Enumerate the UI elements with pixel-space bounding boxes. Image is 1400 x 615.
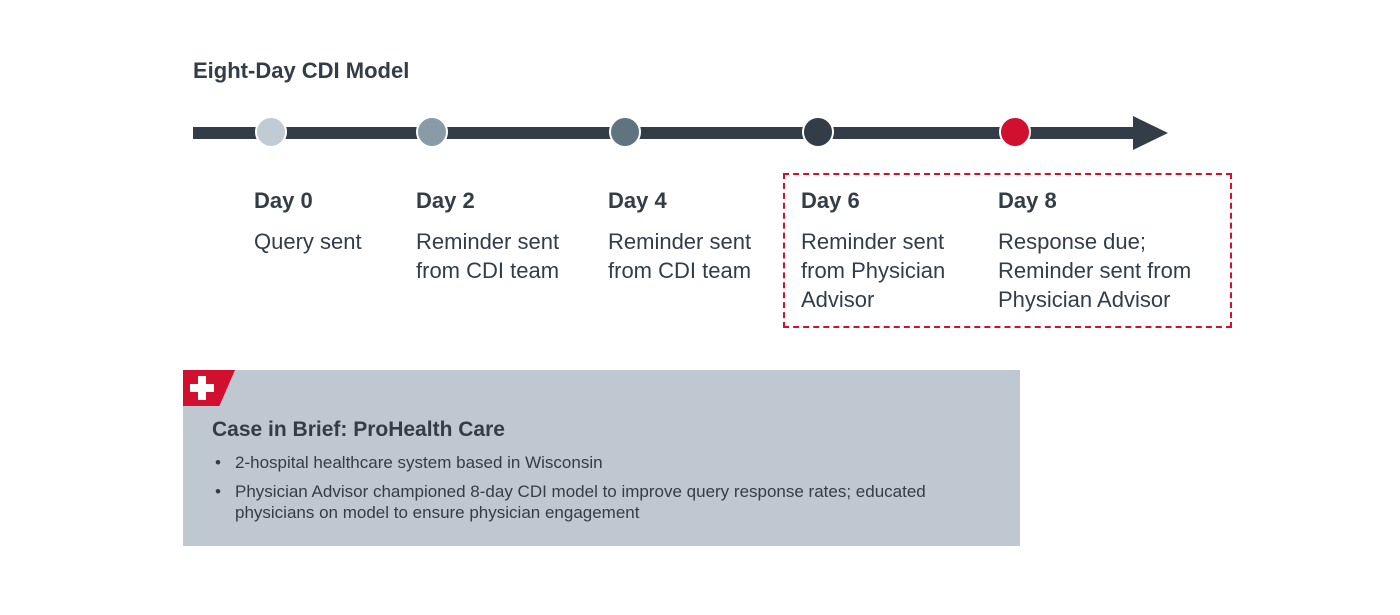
cross-icon [190, 376, 214, 400]
day-2-marker [416, 116, 448, 148]
timeline-arrowhead [1133, 116, 1168, 150]
diagram-title: Eight-Day CDI Model [193, 58, 410, 83]
step-day: Day 6 [801, 188, 860, 213]
step-text: Query sent [254, 229, 362, 254]
case-bullet: 2-hospital healthcare system based in Wi… [212, 452, 1002, 473]
step-day: Day 2 [416, 188, 475, 213]
step-text: Response due; Reminder sent from Physici… [998, 229, 1192, 312]
day-8-marker [999, 116, 1031, 148]
step-day: Day 8 [998, 188, 1057, 213]
day-6-marker [802, 116, 834, 148]
step-text: Reminder sent from Physician Advisor [801, 229, 946, 312]
day-4-marker [609, 116, 641, 148]
case-bullets: 2-hospital healthcare system based in Wi… [212, 452, 1002, 531]
step-day-2: Day 2 Reminder sent from CDI team [416, 186, 596, 285]
step-text: Reminder sent from CDI team [608, 229, 752, 283]
step-day-0: Day 0 Query sent [254, 186, 404, 256]
step-text: Reminder sent from CDI team [416, 229, 560, 283]
day-0-marker [255, 116, 287, 148]
step-day-6: Day 6 Reminder sent from Physician Adviso… [801, 186, 976, 314]
physician-advisor-highlight [783, 173, 1232, 328]
step-day: Day 4 [608, 188, 667, 213]
step-day: Day 0 [254, 188, 313, 213]
case-bullet: Physician Advisor championed 8-day CDI m… [212, 481, 1002, 523]
step-day-8: Day 8 Response due; Reminder sent from Ph… [998, 186, 1223, 314]
case-title: Case in Brief: ProHealth Care [212, 418, 505, 441]
step-day-4: Day 4 Reminder sent from CDI team [608, 186, 788, 285]
